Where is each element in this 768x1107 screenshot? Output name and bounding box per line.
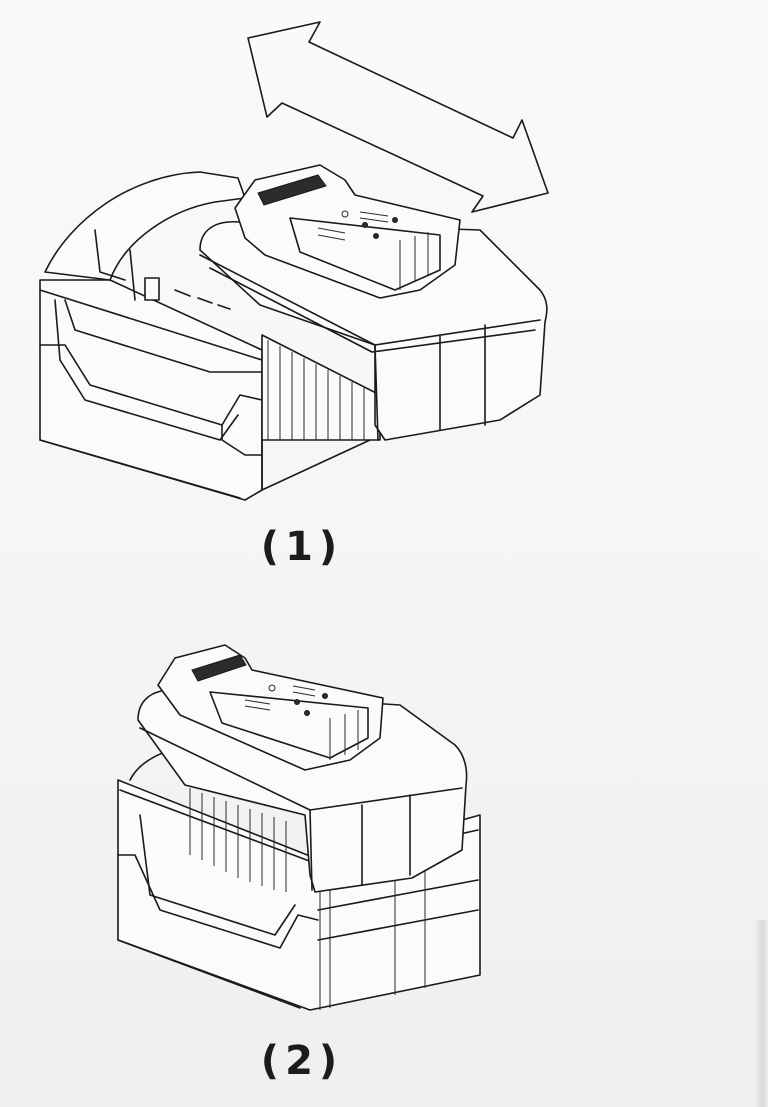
page-edge-shadow: [754, 920, 768, 1107]
figure-2-caption: (2): [260, 1038, 344, 1084]
adapter-base: [39, 171, 381, 501]
battery-pack: [137, 644, 468, 893]
figure-2-illustration: [117, 644, 481, 1011]
figure-1-illustration: [39, 21, 549, 501]
figure-1: [0, 0, 768, 520]
figure-2: [0, 610, 768, 1030]
figure-1-caption: (1): [260, 524, 344, 570]
double-arrow-icon: [247, 21, 549, 213]
battery-pack: [199, 164, 548, 441]
